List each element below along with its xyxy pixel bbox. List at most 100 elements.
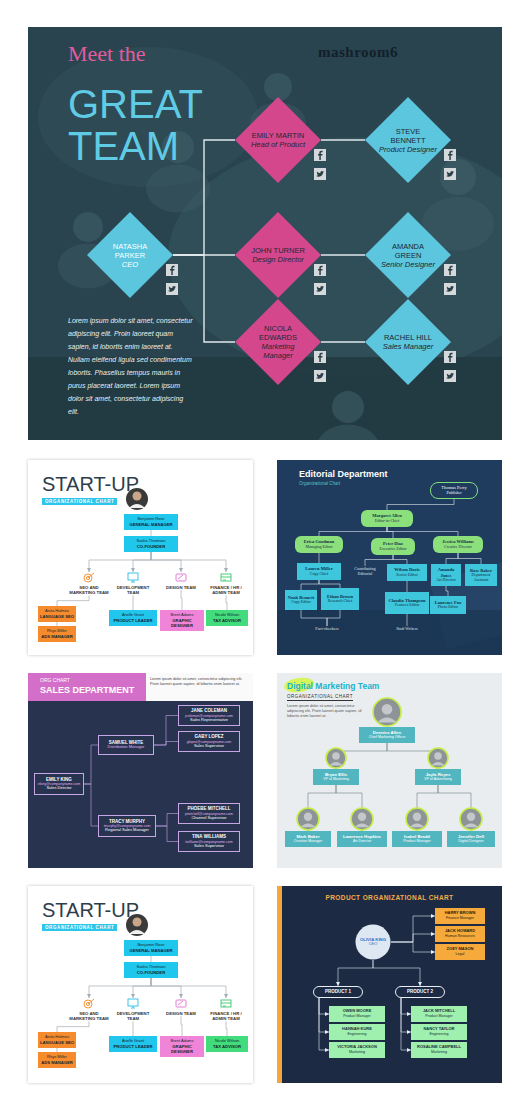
org-box: Ethan BrownResearch Chief [321,588,359,610]
org-box: Laurence FoxPhoto Editor [430,596,466,614]
role-text: Product Manager [413,1014,465,1018]
role-text: VP of Marketing [315,777,357,781]
twitter-icon [446,286,454,292]
text-group: Amanda JonesArt Director [433,567,459,583]
role-text: CO-FOUNDER [126,544,176,549]
body-text: Lorem ipsum dolor sit amet, consectetur … [68,315,193,419]
role-text: Legal [437,952,483,956]
profile-photo [431,762,445,766]
role-text: Engineering [331,1032,383,1036]
text-group: DEVELOPMENT TEAM [112,585,154,595]
connector-line [391,916,435,942]
team-icon [175,572,187,583]
ceo-circle: OLIVIA KINGCEO [355,924,391,960]
role-text: CO-FOUNDER [126,970,176,975]
role-text: Executive Editor [373,547,413,552]
org-box: ROSALINE CAMPBELLMarketing [411,1042,467,1058]
template-panel: START-UPORGANIZATIONAL CHARTBenjamin Ros… [28,460,253,655]
connector-line [226,595,227,610]
text-group: Isabel BraddProduct Manager [394,834,440,843]
social-icons [314,149,326,180]
org-box: GABY LOPEZglopez@companyname.comSales Su… [178,731,240,752]
text-group: Sasha ThomsonCO-FOUNDER [126,539,176,549]
connector-line [89,978,151,998]
org-box: ZOEY MASONLegal [435,944,485,960]
profile-photo [358,813,366,821]
connector-line [401,998,411,1014]
connector-line [181,1016,182,1036]
role-text: CEO [360,942,386,947]
role-text: Finance Manager [437,916,483,920]
name-text: SEO AND MARKETING TEAM [68,585,110,595]
heading-text: Digital Marketing Team [287,681,417,691]
connector-line [133,1021,134,1036]
photo-blur [38,47,258,187]
facebook-icon [314,149,326,161]
facebook-icon [444,351,456,363]
photo-person [73,212,103,242]
text-group: DESIGN TEAM [160,1011,202,1016]
diamond-shape [235,299,321,385]
role-text: LANGUAGE SEO [40,614,74,619]
org-box: Sasha ThomsonCO-FOUNDER [124,536,178,552]
connector-line [387,527,458,536]
role-text: Copy Chief [299,572,339,577]
text-group: Rose BakerDepartment Assistant [467,568,495,583]
org-box: OWEN MOOREProduct Manager [329,1006,385,1022]
team-icon [221,1000,231,1007]
name-text: JOHN TURNER [251,246,305,255]
name-text: JANE COLEMAN [181,708,237,713]
text-group: AMANDA GREENSenior Designer [379,242,437,269]
photo-blur [168,137,502,377]
profile-photo [373,698,401,726]
team-icon [88,999,94,1004]
team-icon [221,577,231,580]
role-text: Chief Marketing Officer [361,735,413,739]
facebook-icon [448,266,453,275]
text-group: Lawrence HopkinsArt Director [339,834,385,843]
connector-line [133,552,151,572]
text-group: NICOLA EDWARDSMarketing Manager [249,324,307,360]
team-icon [176,574,186,581]
org-box: Brent AdamsGRAPHIC DESIGNER [160,610,204,631]
team-icon [220,998,232,1009]
text-group: NATASHA PARKERCEO [101,242,159,269]
org-box: Nicole WilsonTAX ADVISOR [206,1036,248,1052]
twitter-icon [444,168,456,180]
org-box: HARRY BROWNFinance Manager [435,908,485,924]
connector-line [173,140,235,255]
connector-line [319,527,387,536]
role-text: Human Resources [437,934,483,938]
role-text: Channel Supervisor [181,816,237,821]
org-box: Rhys MillerADS MANAGER [38,1052,76,1068]
connector-line [387,743,438,769]
profile-photo [382,704,393,715]
team-icon [128,999,138,1006]
connector-line [57,1048,58,1052]
heading-text: START-UP [42,472,172,496]
text-group: SEO AND MARKETING TEAM [68,585,110,595]
org-box: Lauren MillerCopy Chief [297,563,341,580]
template-panel: Editorial DepartmentOrganizational Chart… [277,460,502,655]
name-text: DEVELOPMENT TEAM [112,1011,154,1021]
text-group: Claudia ThompsonFeatures Editor [387,598,427,608]
connector-line [226,1021,227,1036]
name-text: HANNAH KURE [331,1027,383,1032]
text-group: Ethan BrownResearch Chief [323,594,357,604]
name-text: EMILY MARTIN [251,131,305,140]
org-box: Wilson DavisSenior Editor [387,564,427,581]
twitter-icon [446,171,454,177]
role-text: PRODUCT LEADER [111,618,155,623]
role-text: CEO [101,260,159,269]
connector-line [321,341,365,342]
profile-photo [413,813,421,821]
name-text: ROSALINE CAMPBELL [413,1045,465,1050]
name-text: Isabel Bradd [394,834,440,839]
team-icon [220,572,232,583]
body-text: Lorem ipsum dolor sit amet, consectetur … [287,704,367,719]
circle-shape [356,925,391,960]
role-text: ADS MANAGER [40,634,74,639]
connector-line [319,998,329,1014]
profile-photo [354,823,369,827]
twitter-icon [444,283,456,295]
